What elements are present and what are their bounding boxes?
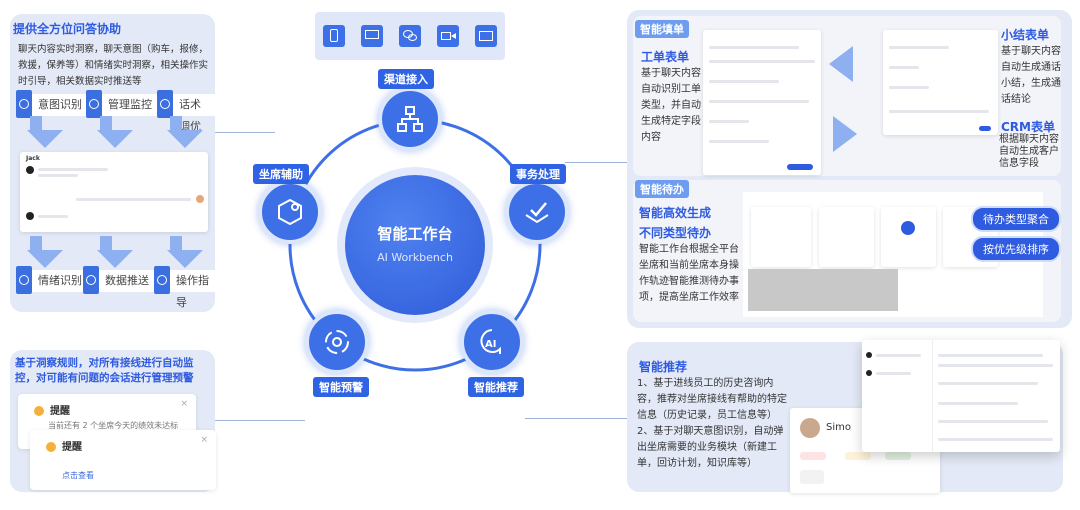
form-section: 智能填单 工单表单 基于聊天内容自动识别工单类型，并自动生成特定字段内容 小结表…	[633, 16, 1061, 176]
svg-text:AI: AI	[485, 339, 496, 350]
label-channel: 渠道接入	[378, 69, 434, 89]
checkbox-icon	[525, 202, 549, 224]
label-warning: 智能预警	[313, 377, 369, 397]
ticket-form-desc: 基于聊天内容自动识别工单类型，并自动生成特定字段内容	[641, 68, 701, 143]
video-icon[interactable]	[437, 25, 459, 47]
label-transaction: 事务处理	[510, 164, 566, 184]
ticket-form-title: 工单表单	[641, 50, 690, 64]
node-assist[interactable]	[258, 180, 322, 244]
chip-data: 数据推送	[83, 266, 155, 294]
recommend-item-1: 1、基于进线员工的历史咨询内容，推荐对坐席接线有帮助的特定信息（历史记录，员工信…	[637, 378, 787, 421]
todo-type-aggregate-button[interactable]: 待办类型聚合	[971, 206, 1061, 232]
chip-emotion: 情绪识别	[16, 266, 88, 294]
mail-icon[interactable]	[475, 25, 497, 47]
network-icon	[397, 106, 423, 132]
wechat-icon[interactable]	[399, 25, 421, 47]
chip-guide: 操作指导	[154, 266, 215, 309]
todo-section: 智能待办 智能高效生成 不同类型待办 智能工作台根据全平台坐席和当前坐席本身操作…	[633, 180, 1061, 322]
recommend-screenshot	[862, 340, 1060, 452]
todo-title2: 不同类型待办	[639, 226, 712, 240]
heart-icon	[157, 275, 167, 285]
view-link[interactable]: 点击查看	[62, 471, 94, 480]
assist-desc: 聊天内容实时洞察，聊天意图（购车，报修，救援，保养等）和情绪实时洞察，相关操作实…	[18, 44, 209, 87]
crm-form-desc: 根据聊天内容自动生成客户信息字段	[999, 134, 1059, 169]
chip-monitor: 管理监控	[86, 90, 158, 118]
connector	[215, 420, 305, 421]
script-icon	[160, 99, 170, 109]
center-subtitle: AI Workbench	[377, 251, 453, 264]
ai-icon: AI	[480, 329, 501, 354]
ticket-form-screenshot	[703, 30, 821, 175]
connector	[215, 132, 275, 133]
warning-icon	[46, 442, 56, 452]
alert-body: 当前还有 2 个坐席今天的绩效未达标	[48, 421, 179, 430]
monitor-icon[interactable]	[361, 25, 383, 47]
hexagon-icon	[278, 198, 302, 226]
avatar	[800, 418, 820, 438]
emotion-icon	[19, 275, 29, 285]
summary-form-title: 小结表单	[1001, 28, 1050, 42]
node-warning[interactable]	[305, 310, 369, 374]
chip-script: 话术调优	[157, 90, 215, 133]
right-arrow-icon	[833, 116, 857, 152]
connector	[525, 418, 627, 419]
priority-sort-button[interactable]: 按优先级排序	[971, 236, 1061, 262]
monitor-icon	[89, 99, 99, 109]
node-transaction[interactable]	[505, 180, 569, 244]
summary-form-desc: 基于聊天内容自动生成通话小结，生成通话结论	[1001, 46, 1061, 105]
left-arrow-icon	[829, 46, 853, 82]
assist-title: 提供全方位问答协助	[13, 22, 122, 36]
todo-desc: 智能工作台根据全平台坐席和当前坐席本身操作轨迹智能推测待办事项，提高坐席工作效率	[639, 244, 739, 303]
transaction-panel: 智能填单 工单表单 基于聊天内容自动识别工单类型，并自动生成特定字段内容 小结表…	[627, 10, 1072, 328]
label-recommend: 智能推荐	[468, 377, 524, 397]
form-tag: 智能填单	[635, 20, 689, 38]
phone-icon[interactable]	[323, 25, 345, 47]
intent-icon	[19, 99, 29, 109]
crm-form-title: CRM表单	[1001, 120, 1055, 134]
center-title: 智能工作台	[377, 225, 453, 243]
recommend-item-2: 2、基于对聊天意图识别，自动弹出坐席需要的业务模块（新建工单，回访计划，知识库等…	[637, 426, 784, 469]
warning-panel: 基于洞察规则，对所有接线进行自动监控，对可能有问题的会话进行管理预警 提醒 × …	[10, 350, 216, 492]
todo-tag: 智能待办	[635, 180, 689, 198]
close-icon[interactable]: ×	[180, 399, 188, 409]
node-recommend[interactable]: AI	[460, 310, 524, 374]
chat-name: Jack	[26, 155, 40, 162]
label-assist: 坐席辅助	[253, 164, 309, 184]
node-channel[interactable]	[378, 87, 442, 151]
profile-name: Simo	[826, 422, 851, 433]
chip-intent: 意图识别	[16, 90, 88, 118]
chat-screenshot: Jack	[20, 152, 208, 232]
warning-icon	[34, 406, 44, 416]
todo-title1: 智能高效生成	[639, 206, 712, 220]
center-hub: 智能工作台 AI Workbench	[345, 175, 485, 315]
warning-title: 基于洞察规则，对所有接线进行自动监控，对可能有问题的会话进行管理预警	[15, 357, 194, 384]
summary-form-screenshot	[883, 30, 998, 135]
close-icon[interactable]: ×	[200, 435, 208, 445]
recommend-title: 智能推荐	[639, 360, 688, 374]
channel-icon-bar	[315, 12, 505, 60]
alert-card: 提醒 × 点击查看	[30, 430, 216, 490]
search-icon	[86, 275, 96, 285]
connector	[565, 162, 627, 163]
assist-panel: 提供全方位问答协助 聊天内容实时洞察，聊天意图（购车，报修，救援，保养等）和情绪…	[10, 14, 215, 312]
gear-cycle-icon	[325, 330, 349, 354]
